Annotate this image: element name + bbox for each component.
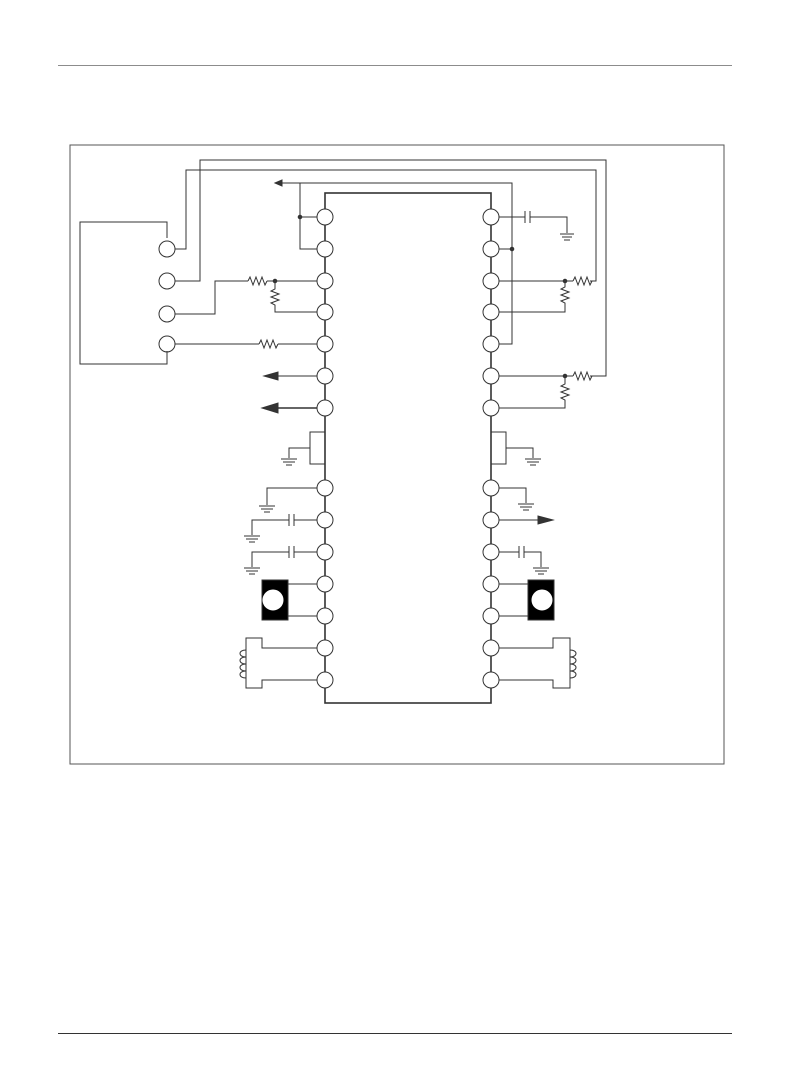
capacitor-left-pin10 <box>244 546 317 575</box>
connector-pin <box>158 272 176 290</box>
ground-right-pin8 <box>499 487 534 511</box>
ic-pin <box>316 543 334 561</box>
ic-pin <box>316 240 334 258</box>
header-rule <box>58 65 732 66</box>
output-arrow-right <box>499 515 555 525</box>
ic-pin <box>482 208 500 226</box>
ic-body <box>324 192 492 704</box>
resistor-network-left <box>175 275 317 315</box>
ic-pin <box>316 639 334 657</box>
ic-pin <box>316 511 334 529</box>
tab-right <box>490 431 541 466</box>
connector-pin <box>158 305 176 323</box>
ic-pin <box>482 575 500 593</box>
ic-pin <box>316 607 334 625</box>
ic-pin <box>316 335 334 353</box>
connector-pins <box>158 240 176 353</box>
wires-top <box>175 159 607 377</box>
ic-pins-left <box>316 208 334 689</box>
ic-pin <box>482 607 500 625</box>
connector-pin <box>158 335 176 353</box>
ic-pin <box>316 479 334 497</box>
inductor-left <box>239 637 317 689</box>
ic-pin <box>482 335 500 353</box>
capacitor-right-top <box>499 211 574 241</box>
ic-pin <box>482 240 500 258</box>
ground-left-pin8 <box>259 487 317 513</box>
ic-pin <box>482 639 500 657</box>
ic-pin <box>482 272 500 290</box>
ic-pin <box>482 511 500 529</box>
capacitor-left-pin9 <box>244 514 317 543</box>
tab-left <box>281 431 326 466</box>
ic-pin <box>316 575 334 593</box>
ic-pin <box>316 208 334 226</box>
output-arrows-left <box>260 371 317 414</box>
resistor-network-right <box>499 275 593 313</box>
ic-pin <box>316 399 334 417</box>
resonator-right <box>499 579 555 621</box>
ic-pin <box>482 303 500 321</box>
ic-pin <box>482 399 500 417</box>
footer-rule <box>58 1033 732 1034</box>
ic-pin <box>316 367 334 385</box>
resistor-network-right-lower <box>499 370 593 409</box>
connector-outline <box>79 221 168 365</box>
ic-pin <box>316 671 334 689</box>
ic-pin <box>482 671 500 689</box>
capacitor-right-pin10 <box>499 546 549 575</box>
ic-pin <box>482 479 500 497</box>
connector-pin <box>158 240 176 258</box>
ic-pin <box>316 303 334 321</box>
ic-pin <box>316 272 334 290</box>
resistor-left-pin5 <box>175 338 317 350</box>
ic-pin <box>482 367 500 385</box>
ic-pins-right <box>482 208 500 689</box>
ic-pin <box>482 543 500 561</box>
figure-frame <box>69 144 725 765</box>
resonator-left <box>261 579 317 621</box>
inductor-right <box>499 637 577 689</box>
